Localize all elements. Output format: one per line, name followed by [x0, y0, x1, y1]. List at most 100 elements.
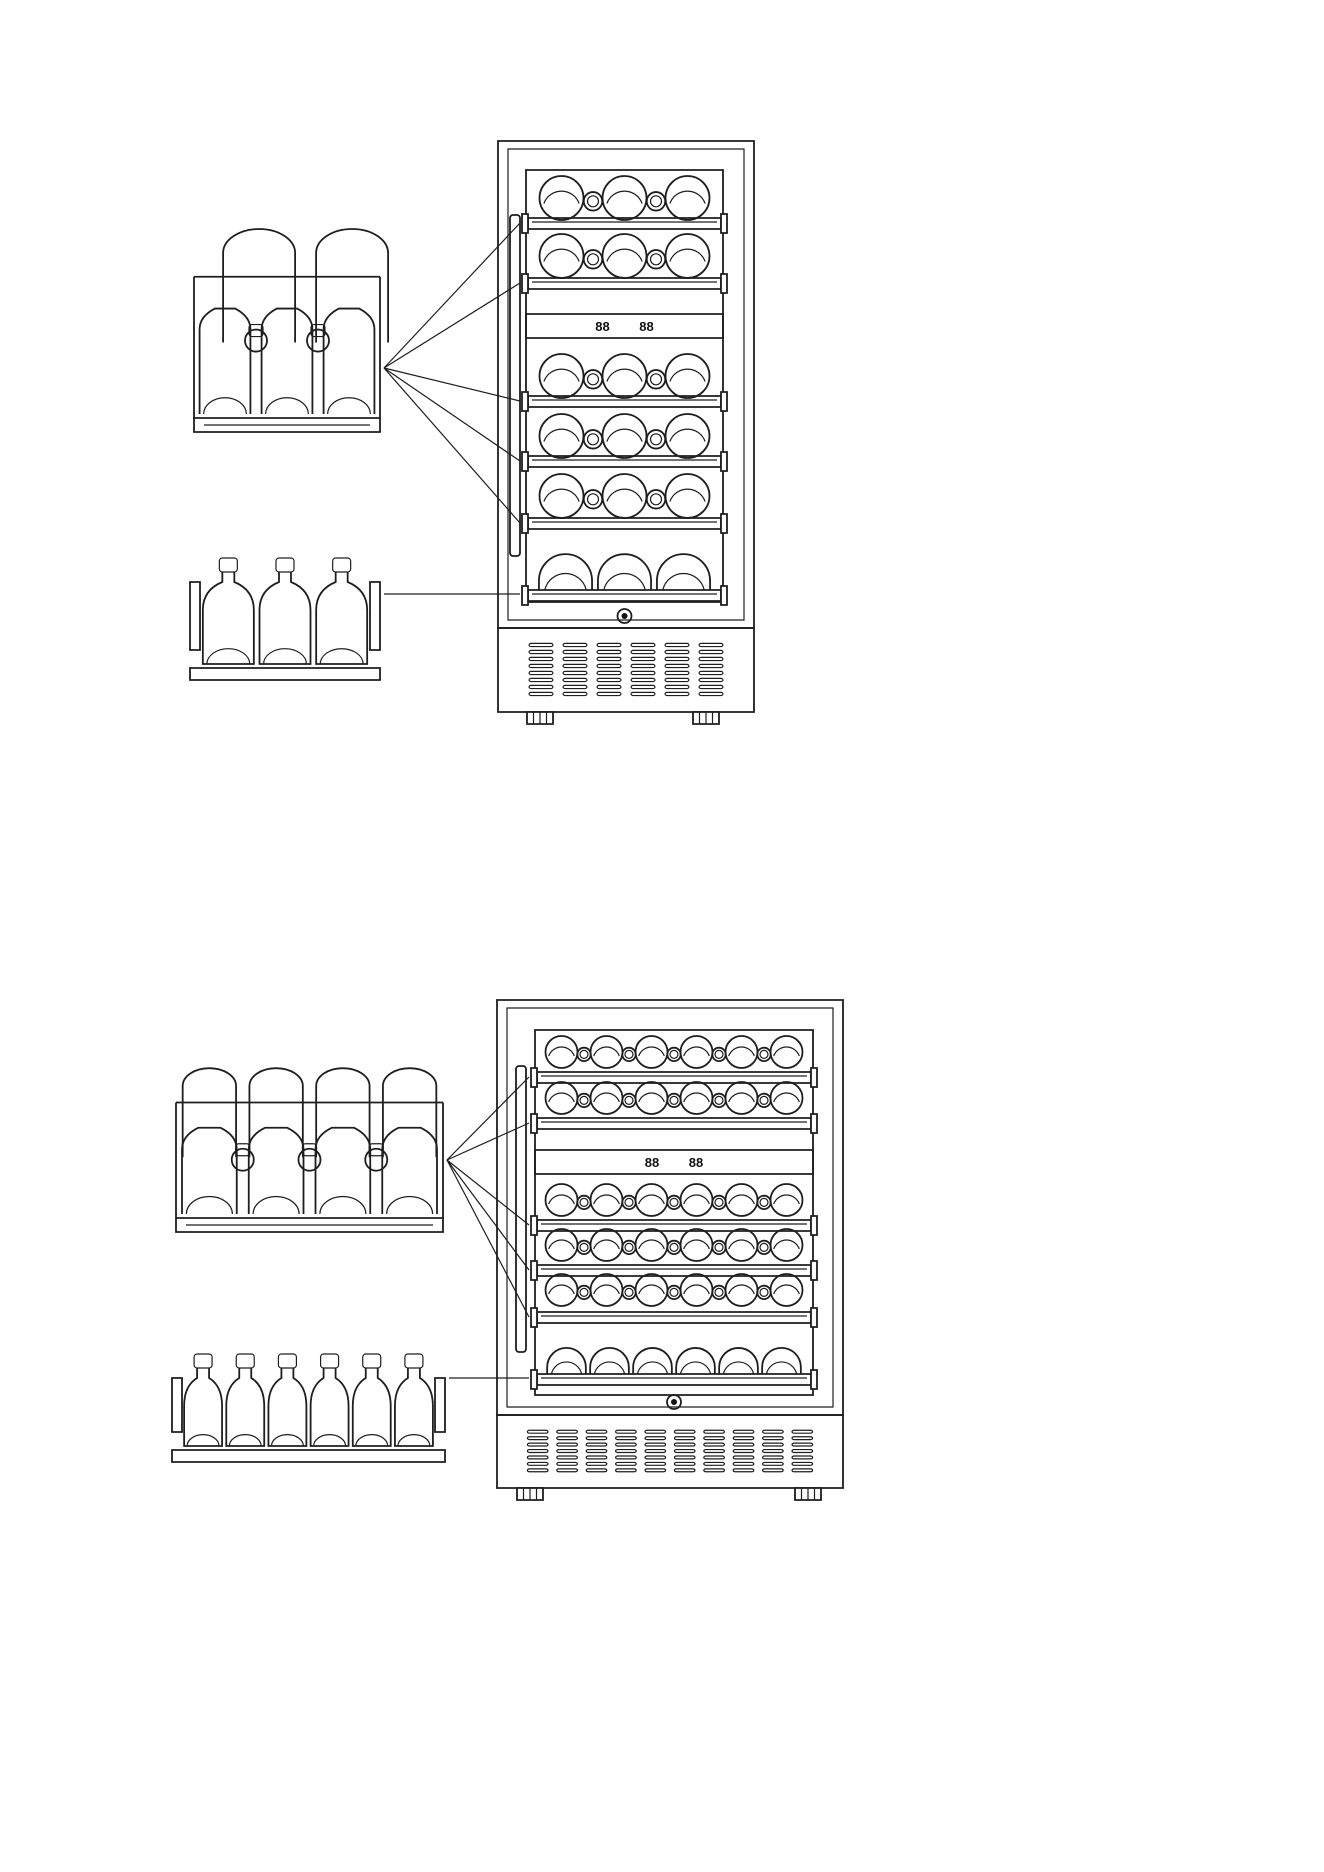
- vent-slot: [557, 1462, 578, 1465]
- vent-slot: [597, 671, 621, 674]
- shelf-front: [537, 1220, 811, 1231]
- vent-slot: [527, 1450, 548, 1453]
- vent-slot: [529, 685, 553, 688]
- detail-back-bottle: [223, 229, 295, 342]
- bottle-base-rim: [639, 1240, 665, 1249]
- bottle-neck-mouth: [625, 1050, 633, 1058]
- detail-base-bottle-rim: [314, 1435, 346, 1446]
- bottle-neck-mouth: [760, 1050, 768, 1058]
- vent-slot: [704, 1437, 725, 1440]
- detail-base-bottle-rim: [264, 649, 307, 664]
- bottle-base: [603, 176, 647, 220]
- bottle-neck: [577, 1196, 590, 1209]
- detail-base-tray: [190, 668, 380, 680]
- kick-plate: [498, 628, 754, 712]
- vent-slot: [527, 1443, 548, 1446]
- shelf-left-glide: [531, 1114, 537, 1133]
- bottle-neck: [647, 250, 665, 268]
- cabinet-bottle-row-3: [546, 1184, 803, 1216]
- detail-base-bottle-rim: [271, 1435, 303, 1446]
- detail-front-bottle: [382, 1128, 437, 1214]
- bottle-neck: [622, 1241, 635, 1254]
- bottle-neck-mouth: [670, 1288, 678, 1296]
- cabinet-bottle-row-5: [546, 1274, 803, 1306]
- vent-slot: [674, 1443, 695, 1446]
- display-left-zone: 88: [595, 319, 609, 334]
- cabinet-shelf-5: [531, 1308, 817, 1327]
- vent-slot: [597, 685, 621, 688]
- bottle-neck-mouth: [580, 1050, 588, 1058]
- bottle-base-rim: [549, 1047, 575, 1056]
- bottle-neck-mouth: [651, 374, 662, 385]
- shelf-left-glide: [522, 452, 528, 471]
- bottle-base-rim: [684, 1047, 710, 1056]
- cabinet-shelf-4: [531, 1261, 817, 1280]
- shelf-right-glide: [811, 1068, 817, 1087]
- bottle-base: [603, 474, 647, 518]
- detail-front-bottle: [182, 1128, 237, 1214]
- bottle-neck-mouth: [715, 1198, 723, 1206]
- shelf-left-glide: [522, 274, 528, 293]
- bottle-base-rim: [670, 429, 705, 441]
- vent-slot: [597, 643, 621, 646]
- bottle-base: [666, 176, 710, 220]
- vent-slot: [586, 1456, 607, 1459]
- bottle-neck-mouth: [670, 1198, 678, 1206]
- vent-slot: [529, 678, 553, 681]
- detail-base-bottle-cap: [219, 558, 237, 572]
- bottle-neck-mouth: [760, 1288, 768, 1296]
- bottle-base-rim: [639, 1047, 665, 1056]
- cabinet-base-bottle-row: [539, 554, 710, 590]
- bottle-neck: [647, 490, 665, 508]
- vent-slot: [704, 1430, 725, 1433]
- bottle-base-rim: [670, 191, 705, 203]
- display-left-zone: 88: [645, 1155, 659, 1170]
- vent-slot: [733, 1443, 754, 1446]
- display-right-zone: 88: [639, 319, 653, 334]
- detail-base-bottle-cap: [321, 1354, 339, 1368]
- vent-slot: [645, 1437, 666, 1440]
- vent-slot: [529, 671, 553, 674]
- bottle-base-rim: [639, 1195, 665, 1204]
- door-lock-keyhole: [671, 1399, 677, 1405]
- bottle-neck: [577, 1048, 590, 1061]
- bottle-neck: [647, 370, 665, 388]
- bottle-base-rim: [607, 429, 642, 441]
- detail-front-bottle-base: [186, 1197, 232, 1214]
- bottle-base-rim: [670, 369, 705, 381]
- temperature-display: 88 88: [595, 319, 653, 334]
- vent-slot: [674, 1469, 695, 1472]
- bottle-neck: [577, 1286, 590, 1299]
- leader-line: [384, 368, 520, 461]
- vent-slot: [792, 1456, 813, 1459]
- bottle-neck: [622, 1048, 635, 1061]
- detail-base-shelf: [190, 558, 380, 680]
- kick-plate: [497, 1415, 843, 1488]
- bottle-base-rim: [670, 249, 705, 261]
- detail-base-bottle: [260, 572, 311, 664]
- bottle-base-rim: [594, 1362, 624, 1374]
- bottle-neck: [584, 370, 602, 388]
- shelf-front: [537, 1374, 811, 1385]
- vent-slot: [557, 1443, 578, 1446]
- bottle-neck: [712, 1196, 725, 1209]
- vent-slot: [674, 1450, 695, 1453]
- cabinet-bottle-row-3: [540, 354, 710, 398]
- detail-base-bottle: [203, 572, 254, 664]
- bottle-base-rim: [774, 1285, 800, 1294]
- detail-base-bottle-cap: [194, 1354, 212, 1368]
- detail-back-bottle: [249, 1068, 302, 1157]
- bottle-neck-mouth: [715, 1050, 723, 1058]
- bottle-neck: [577, 1094, 590, 1107]
- bottle-base-rim: [729, 1240, 755, 1249]
- vent-slot: [631, 692, 655, 695]
- bottle-base-rim: [594, 1195, 620, 1204]
- zone-divider: [535, 1150, 813, 1174]
- bottle-base: [540, 354, 584, 398]
- bottle-neck: [584, 250, 602, 268]
- vent-slot: [616, 1456, 637, 1459]
- bottle-neck-mouth: [760, 1243, 768, 1251]
- vent-slot: [631, 650, 655, 653]
- bottle-base-rim: [551, 1362, 581, 1374]
